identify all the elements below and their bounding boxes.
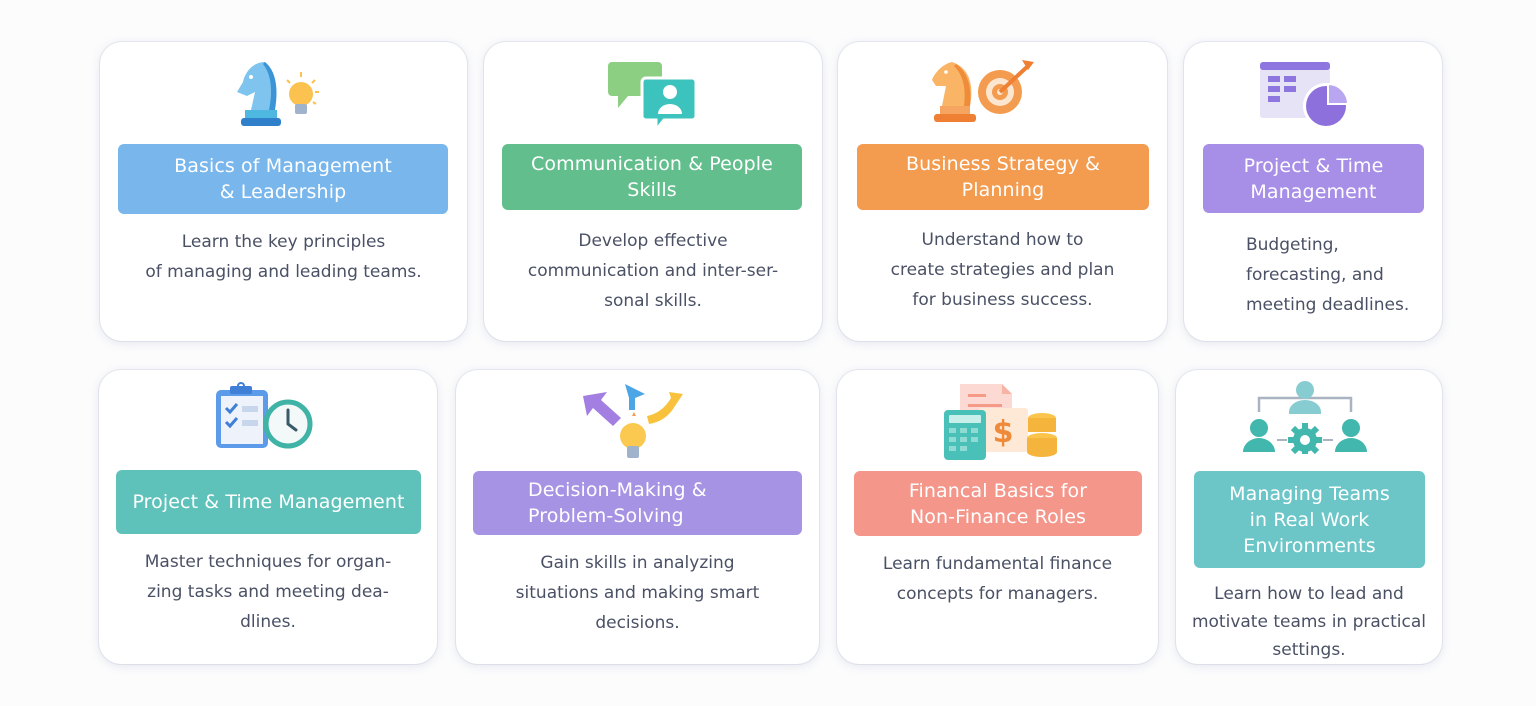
course-card-management-leadership[interactable]: Basics of Management & Leadership Learn …	[100, 42, 467, 341]
spreadsheet-pie-chart-icon	[1258, 60, 1352, 132]
course-card-decision-making[interactable]: Decision-Making & Problem-Solving Gain s…	[456, 370, 819, 664]
course-title: Communication & People Skills	[502, 144, 802, 210]
course-title: Project & Time Management	[116, 470, 421, 534]
course-title: Project & Time Management	[1203, 144, 1424, 213]
arrows-lightbulb-icon	[579, 382, 689, 462]
chat-bubbles-person-icon	[608, 58, 698, 128]
course-title: Basics of Management & Leadership	[118, 144, 448, 214]
course-description: Learn the key principles of managing and…	[145, 232, 422, 282]
team-network-gear-icon	[1243, 378, 1367, 454]
course-description: Budgeting, forecasting, and meeting dead…	[1246, 235, 1410, 315]
course-description: Develop effective communication and inte…	[527, 231, 779, 311]
course-card-business-strategy[interactable]: Business Strategy & Planning Understand …	[838, 42, 1167, 341]
svg-text:$: $	[992, 415, 1013, 450]
course-description: Understand how to create strategies and …	[890, 230, 1115, 310]
course-card-communication[interactable]: Communication & People Skills Develop ef…	[484, 42, 822, 341]
clipboard-clock-icon	[214, 382, 318, 454]
calculator-dollar-coins-icon: $	[938, 380, 1058, 462]
course-card-project-time-management[interactable]: Project & Time Management Master techniq…	[99, 370, 437, 664]
course-description: Gain skills in analyzing situations and …	[515, 553, 760, 633]
course-description: Master techniques for organ- zing tasks …	[144, 552, 392, 632]
course-card-project-time-budget[interactable]: Project & Time Management Budgeting, for…	[1184, 42, 1442, 341]
course-description: Learn how to lead and motivate teams in …	[1191, 584, 1427, 660]
course-description: Learn fundamental finance concepts for m…	[882, 554, 1113, 604]
course-title: Business Strategy & Planning	[857, 144, 1149, 210]
course-title: Decision-Making & Problem-Solving	[473, 471, 802, 535]
chess-knight-lightbulb-icon	[231, 54, 331, 130]
course-card-managing-teams[interactable]: Managing Teams in Real Work Environments…	[1176, 370, 1442, 664]
course-title: Financal Basics for Non-Finance Roles	[854, 471, 1142, 536]
course-card-finance-basics[interactable]: $ Financal Basics for Non-Finance Roles …	[837, 370, 1158, 664]
course-title: Managing Teams in Real Work Environments	[1194, 471, 1425, 568]
chess-knight-target-icon	[930, 56, 1040, 126]
